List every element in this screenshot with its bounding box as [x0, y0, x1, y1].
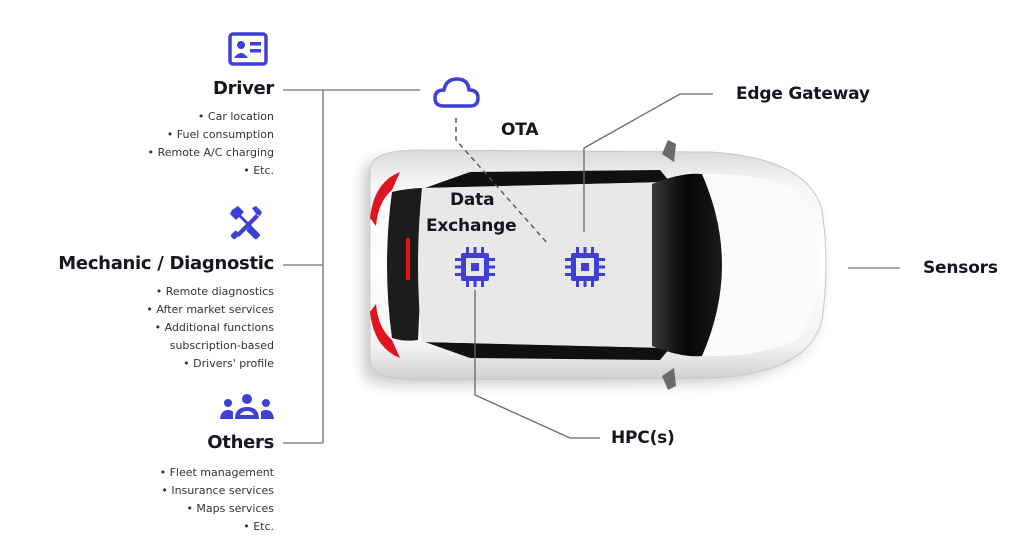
bullet-item: • Fuel consumption — [166, 128, 274, 141]
id-card-icon — [228, 32, 268, 70]
bullet-item: • Etc. — [243, 164, 274, 177]
bullet-item: • Maps services — [186, 502, 274, 515]
group-title-mechanic: Mechanic / Diagnostic — [58, 253, 274, 274]
bullet-item: • Car location — [197, 110, 274, 123]
data-exchange-label-line2: Exchange — [426, 216, 517, 236]
cloud-icon — [432, 74, 482, 114]
chip-icon — [561, 243, 609, 295]
group-title-driver: Driver — [212, 78, 274, 99]
bullet-item: • Additional functions — [154, 321, 274, 334]
bullet-item: • Remote A/C charging — [147, 146, 274, 159]
data-exchange-label-line1: Data — [450, 190, 495, 210]
bullet-item: • Insurance services — [161, 484, 274, 497]
edge-gateway-label: Edge Gateway — [736, 84, 870, 104]
bullet-item: • Remote diagnostics — [155, 285, 274, 298]
tools-icon — [228, 204, 266, 246]
ota-label: OTA — [501, 120, 539, 140]
group-title-others: Others — [207, 432, 274, 453]
hpc-label: HPC(s) — [611, 428, 675, 448]
chip-icon — [451, 243, 499, 295]
sensors-label: Sensors — [923, 258, 998, 278]
bullet-item: • Fleet management — [159, 466, 274, 479]
bullet-item: • After market services — [146, 303, 274, 316]
bullet-item: • Etc. — [243, 520, 274, 533]
bullet-item: • Drivers' profile — [183, 357, 274, 370]
bullet-item: subscription-based — [169, 339, 274, 352]
driver-bullet-list: • Car location • Fuel consumption • Remo… — [148, 108, 274, 180]
mechanic-bullet-list: • Remote diagnostics • After market serv… — [146, 283, 274, 373]
people-group-icon — [218, 393, 276, 425]
others-bullet-list: • Fleet management • Insurance services … — [160, 464, 274, 536]
